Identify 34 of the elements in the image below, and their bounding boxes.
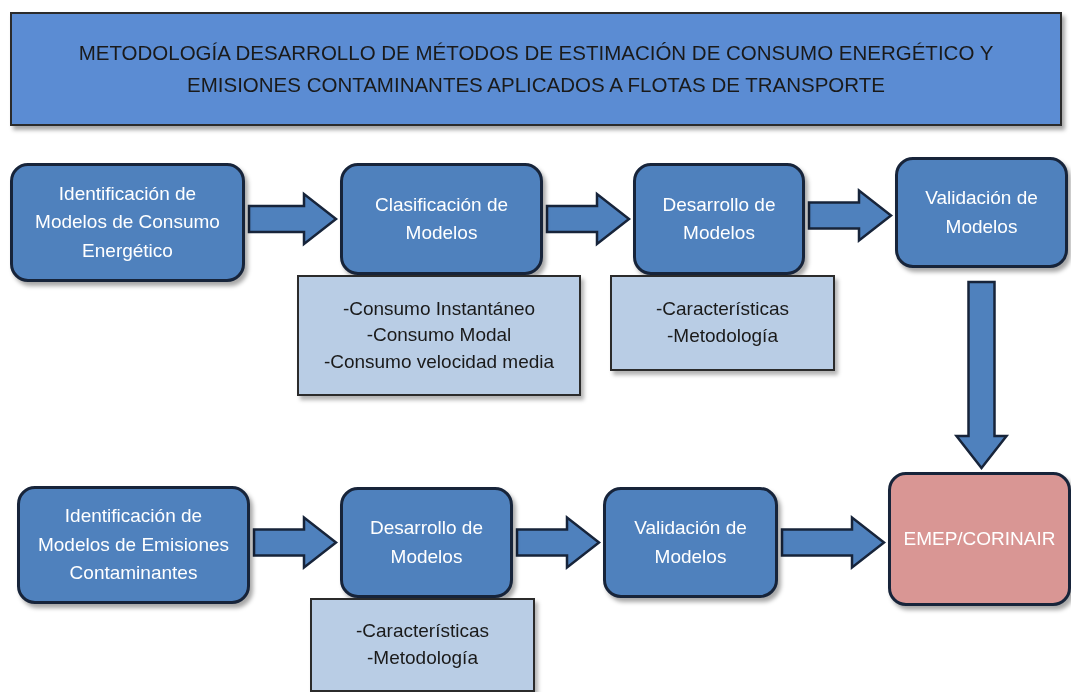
process-box <box>895 157 1068 268</box>
block-arrow <box>780 514 887 571</box>
process-box <box>603 487 778 598</box>
box-label: Desarrollo de Modelos <box>661 192 777 245</box>
process-box <box>888 472 1071 606</box>
block-arrow <box>545 191 632 247</box>
note-box <box>610 275 835 371</box>
block-arrow <box>953 280 1010 471</box>
note-box <box>310 598 535 692</box>
title-text: METODOLOGÍA DESARROLLO DE MÉTODOS DE ESTIMACIÓN DE CONSUMO ENERGÉTICO Y EMISIONES CONTAMINANTES APLICADOS A FLOTAS DE TRANSPORTE <box>77 40 995 98</box>
block-arrow <box>807 187 894 244</box>
list-item: -Metodología <box>367 646 478 670</box>
list-item: -Metodología <box>667 324 778 348</box>
process-box <box>633 163 805 275</box>
box-label: Desarrollo de Modelos <box>369 516 484 569</box>
list-item: -Consumo Instantáneo <box>342 296 536 321</box>
block-arrow <box>515 514 602 571</box>
box-label: Clasificación de Modelos <box>373 192 510 245</box>
box-label: Validación de Modelos <box>633 516 748 569</box>
list-item: -Características <box>656 297 789 322</box>
list-item: -Consumo velocidad media <box>323 349 555 374</box>
process-box <box>340 487 513 598</box>
list-item: -Consumo Modal <box>366 323 512 348</box>
box-label: EMEP/CORINAIR <box>903 526 1056 551</box>
box-label: Identificación de Modelos de Consumo Energético <box>34 181 221 263</box>
box-label: Identificación de Modelos de Emisiones Contaminantes <box>36 504 231 586</box>
process-box <box>10 163 245 282</box>
block-arrow <box>252 514 339 571</box>
list-item: -Características <box>356 619 489 644</box>
box-label: Validación de Modelos <box>924 186 1039 239</box>
process-box <box>17 486 250 604</box>
note-box <box>297 275 581 396</box>
block-arrow <box>247 191 339 247</box>
process-box <box>340 163 543 275</box>
